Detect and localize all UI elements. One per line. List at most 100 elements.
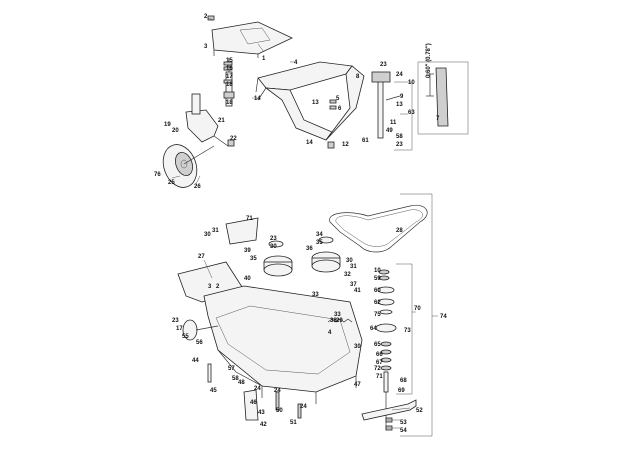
- part-number-label: 62: [374, 300, 381, 306]
- part-number-label: 76: [154, 172, 161, 178]
- part-number-label: 3: [204, 44, 208, 50]
- gauge-dimension-label: 0.60" (0.78"): [426, 43, 432, 78]
- part-number-label: 17: [226, 74, 233, 80]
- part-number-label: 64: [370, 326, 377, 332]
- mower-deck: [203, 285, 363, 404]
- part-number-label: 6: [338, 106, 342, 112]
- part-number-label: 32: [344, 272, 351, 278]
- part-number-label: 35: [316, 240, 323, 246]
- part-number-label: 58: [396, 134, 403, 140]
- part-number-label: 35: [250, 256, 257, 262]
- idler-spring: [327, 318, 353, 323]
- part-number-label: 61: [362, 138, 369, 144]
- part-number-label: 41: [354, 288, 361, 294]
- part-number-label: 47: [354, 382, 361, 388]
- drive-belt: [329, 204, 428, 253]
- spindle-stack: [375, 269, 397, 430]
- part-number-label: 24: [300, 404, 307, 410]
- part-number-label: 72: [374, 366, 381, 372]
- part-number-label: 2: [204, 14, 208, 20]
- part-number-label: 2: [216, 284, 220, 290]
- part-number-label: 51: [290, 420, 297, 426]
- part-number-label: 29: [336, 318, 343, 324]
- top-cover-plate: [211, 21, 293, 58]
- part-number-label: 30: [354, 344, 361, 350]
- part-number-label: 44: [192, 358, 199, 364]
- part-number-label: 30: [346, 258, 353, 264]
- part-number-label: 38: [330, 318, 337, 324]
- part-number-label: 52: [416, 408, 423, 414]
- part-number-label: 37: [350, 282, 357, 288]
- part-number-label: 57: [228, 366, 235, 372]
- part-number-label: 53: [400, 420, 407, 426]
- part-number-label: 3: [208, 284, 212, 290]
- part-number-label: 70: [414, 306, 421, 312]
- part-number-label: 23: [270, 236, 277, 242]
- part-number-label: 71: [376, 374, 383, 380]
- part-number-label: 7: [436, 116, 440, 122]
- part-number-label: 24: [254, 386, 261, 392]
- main-frame: [255, 61, 365, 141]
- part-number-label: 74: [440, 314, 447, 320]
- deck-roller: [182, 319, 219, 341]
- gauge-callout: [417, 61, 469, 135]
- height-adjust-rod: [371, 71, 401, 139]
- part-number-label: 19: [164, 122, 171, 128]
- part-number-label: 24: [396, 72, 403, 78]
- part-number-label: 49: [386, 128, 393, 134]
- part-number-label: 13: [312, 100, 319, 106]
- part-number-label: 54: [400, 428, 407, 434]
- part-number-label: 9: [400, 94, 404, 100]
- part-number-label: 66: [376, 352, 383, 358]
- part-number-label: 20: [172, 128, 179, 134]
- part-number-label: 56: [196, 340, 203, 346]
- group-brackets: [394, 81, 438, 437]
- deck-pulleys: [263, 236, 341, 277]
- part-number-label: 75: [374, 312, 381, 318]
- part-number-label: 21: [218, 118, 225, 124]
- part-number-label: 40: [244, 276, 251, 282]
- part-number-label: 33: [334, 312, 341, 318]
- part-number-label: 8: [356, 74, 360, 80]
- part-number-label: 63: [408, 110, 415, 116]
- part-number-label: 73: [404, 328, 411, 334]
- part-number-label: 48: [238, 380, 245, 386]
- leader-lines: [171, 17, 411, 429]
- part-number-label: 65: [374, 342, 381, 348]
- part-number-label: 30: [270, 244, 277, 250]
- part-number-label: 15: [226, 58, 233, 64]
- part-number-label: 16: [226, 66, 233, 72]
- part-number-label: 4: [328, 330, 332, 336]
- caster-wheel: [162, 144, 215, 188]
- part-number-label: 25: [168, 180, 175, 186]
- part-number-label: 23: [380, 62, 387, 68]
- part-number-label: 60: [374, 288, 381, 294]
- part-number-label: 18: [226, 82, 233, 88]
- part-number-label: 50: [276, 408, 283, 414]
- part-number-label: 26: [194, 184, 201, 190]
- idler-bracket: [225, 217, 259, 245]
- part-number-label: 55: [182, 334, 189, 340]
- part-number-label: 71: [246, 216, 253, 222]
- part-number-label: 13: [396, 102, 403, 108]
- part-number-label: 69: [398, 388, 405, 394]
- part-number-label: 33: [312, 292, 319, 298]
- part-number-label: 11: [390, 120, 397, 126]
- part-number-label: 1: [262, 56, 266, 62]
- part-number-label: 42: [260, 422, 267, 428]
- part-number-label: 67: [376, 360, 383, 366]
- part-number-label: 23: [396, 142, 403, 148]
- part-number-label: 17: [176, 326, 183, 332]
- cutting-blade: [361, 399, 417, 421]
- part-number-label: 12: [342, 142, 349, 148]
- part-number-label: 68: [400, 378, 407, 384]
- part-number-label: 31: [350, 264, 357, 270]
- part-number-label: 28: [396, 228, 403, 234]
- caster-fork-arm: [185, 93, 229, 147]
- part-number-label: 10: [374, 268, 381, 274]
- part-number-label: 4: [294, 60, 298, 66]
- part-number-label: 18: [226, 100, 233, 106]
- part-number-label: 5: [336, 96, 340, 102]
